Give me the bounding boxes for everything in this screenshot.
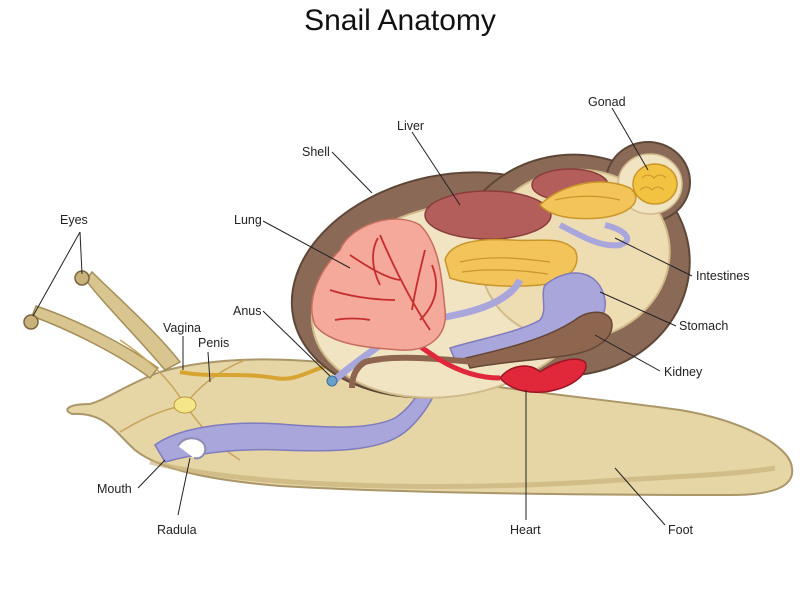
lower-tentacle (31, 305, 160, 380)
gonad-texture (639, 174, 667, 191)
eye-lower (23, 314, 39, 330)
nerves (119, 339, 246, 461)
label-stomach: Stomach (679, 319, 728, 333)
gonad (632, 163, 678, 205)
label-gonad: Gonad (588, 95, 626, 109)
intestine-coils (459, 195, 621, 275)
label-liver: Liver (397, 119, 424, 133)
label-kidney: Kidney (664, 365, 703, 379)
label-radula: Radula (157, 523, 197, 537)
label-intestines: Intestines (696, 269, 750, 283)
label-anus: Anus (233, 304, 262, 318)
anus (326, 375, 338, 387)
ganglion (173, 396, 197, 414)
lung-vessels (329, 234, 437, 331)
label-eyes: Eyes (60, 213, 88, 227)
lung (311, 218, 446, 351)
intestines (444, 238, 578, 287)
intestines-upper (538, 181, 637, 220)
liver (424, 190, 552, 240)
label-shell: Shell (302, 145, 330, 159)
heart (499, 358, 587, 393)
label-penis: Penis (198, 336, 229, 350)
page-title: Snail Anatomy (304, 4, 496, 37)
intestine-tube (558, 222, 631, 249)
label-lung: Lung (234, 213, 262, 227)
foot-sole (149, 459, 776, 489)
label-heart: Heart (510, 523, 541, 537)
label-foot: Foot (668, 523, 694, 537)
label-vagina: Vagina (163, 321, 201, 335)
reproductive-duct (179, 363, 331, 381)
label-mouth: Mouth (97, 482, 132, 496)
radula (177, 437, 207, 460)
leader-lines (32, 107, 693, 526)
kidney (464, 311, 613, 369)
upper-tentacle (85, 270, 182, 371)
